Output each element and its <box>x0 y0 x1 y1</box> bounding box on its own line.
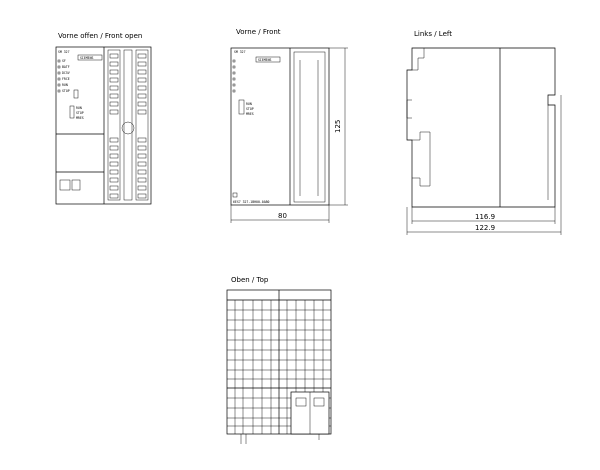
view-title-left: Links / Left <box>414 30 452 38</box>
switch-label-run: RUN <box>76 106 82 110</box>
dimension-height: 125 <box>329 47 348 206</box>
front-switch <box>238 99 245 115</box>
dimension-116-9: 116.9 <box>475 213 495 221</box>
view-title-top: Oben / Top <box>231 276 269 284</box>
connector-socket <box>59 179 71 191</box>
dimension-depth-body: 116.9 <box>411 207 556 224</box>
led-column: SF BATF DC5V FRCE RUN STOP <box>57 59 70 93</box>
front-switch-mres: MRES <box>246 112 254 116</box>
led-label-sf: SF <box>62 59 66 63</box>
terminal-strip-left <box>107 49 121 201</box>
brand-label: SIEMENS <box>80 56 94 60</box>
module-outline <box>55 46 152 205</box>
view-top: Oben / Top <box>226 276 332 444</box>
model-name-label: SM 327 <box>58 50 70 54</box>
switch-label-mres: MRES <box>76 116 84 120</box>
led-label-batf: BATF <box>62 65 70 69</box>
dimension-width: 80 <box>230 205 330 223</box>
front-switch-stop: STOP <box>246 107 254 111</box>
led-label-dc5v: DC5V <box>62 71 70 75</box>
side-profile <box>406 47 556 208</box>
vent-grid <box>227 300 331 434</box>
dimension-125: 125 <box>334 120 342 133</box>
dimension-122-9: 122.9 <box>475 224 495 232</box>
view-left: Links / Left 116.9 122.9 <box>406 30 562 235</box>
front-cover-outline <box>230 47 330 206</box>
led-label-frce: FRCE <box>62 77 70 81</box>
led-label-stop: STOP <box>62 89 70 93</box>
terminal-strip-right <box>135 49 149 201</box>
front-brand-label: SIEMENS <box>258 58 272 62</box>
front-switch-run: RUN <box>246 102 252 106</box>
view-title-front-open: Vorne offen / Front open <box>58 32 142 40</box>
view-front-open: Vorne offen / Front open SM 327 SIEMENS … <box>55 32 152 205</box>
switch-label-stop: STOP <box>76 111 84 115</box>
mode-switch <box>69 105 75 119</box>
brand-plate <box>77 54 103 61</box>
order-number: 6ES7 327-1BH00-0AB0 <box>233 200 270 204</box>
view-front: Vorne / Front SM 327 SIEMENS RUN STOP MR… <box>230 28 348 223</box>
front-model-name: SM 327 <box>234 50 246 54</box>
mmc-slot <box>73 89 79 99</box>
screw-icon <box>121 121 135 135</box>
led-label-run: RUN <box>62 83 68 87</box>
view-title-front: Vorne / Front <box>236 28 281 36</box>
dimension-depth-total: 122.9 <box>406 95 562 235</box>
label-strip <box>293 51 326 203</box>
dimension-80: 80 <box>278 212 287 220</box>
